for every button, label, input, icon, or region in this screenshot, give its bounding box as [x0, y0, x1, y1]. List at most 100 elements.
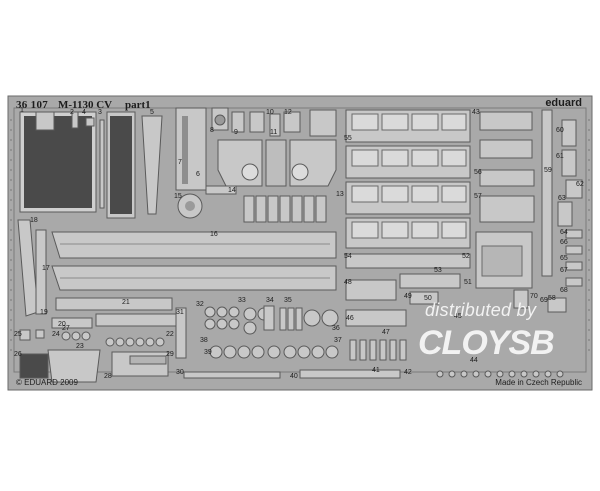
part-29	[129, 355, 167, 365]
part-number-34: 34	[266, 297, 274, 304]
part-11	[269, 113, 281, 137]
part-number-20: 20	[58, 321, 66, 328]
part-13-square	[309, 109, 337, 137]
part-number-51: 51	[464, 279, 472, 286]
part-35	[279, 307, 303, 331]
part-number-43: 43	[472, 109, 480, 116]
part-12	[283, 111, 301, 133]
part-number-31: 31	[176, 309, 184, 316]
fret-edge-holes-right	[588, 119, 590, 351]
part-number-67: 67	[560, 267, 568, 274]
part-number-69: 69	[540, 297, 548, 304]
part-number-48: 48	[344, 279, 352, 286]
part-number-49: 49	[404, 293, 412, 300]
part-number-59: 59	[544, 167, 552, 174]
part-number-25: 25	[14, 331, 22, 338]
part-number-68: 68	[560, 287, 568, 294]
part-27-discs	[61, 331, 91, 341]
part-number-21: 21	[122, 299, 130, 306]
part-24	[35, 329, 45, 339]
part-number-17: 17	[42, 265, 50, 272]
part-number-5: 5	[150, 109, 154, 116]
part-number-32: 32	[196, 301, 204, 308]
part-70	[513, 289, 529, 309]
fret-part: part1	[125, 99, 151, 111]
part-21	[55, 297, 173, 311]
part-number-39: 39	[204, 349, 212, 356]
part-number-47: 47	[382, 329, 390, 336]
part-number-44: 44	[470, 357, 478, 364]
part-3	[99, 119, 105, 209]
part-number-2: 2	[70, 109, 74, 116]
part-46	[345, 309, 407, 327]
fret-copyright: © EDUARD 2009	[16, 378, 78, 387]
part-number-66: 66	[560, 239, 568, 246]
part-54	[345, 253, 471, 269]
part-40	[299, 369, 401, 379]
part-number-3: 3	[98, 109, 102, 116]
fret-model: M-1130 CV	[58, 99, 113, 111]
part-number-62: 62	[576, 181, 584, 188]
part-tapered	[141, 115, 163, 215]
part-1-mesh-panel	[19, 111, 97, 213]
part-10	[249, 111, 265, 133]
part-number-54: 54	[344, 253, 352, 260]
part-number-55: 55	[344, 135, 352, 142]
part-number-26: 26	[14, 351, 22, 358]
watermark-line1: distributed by	[425, 300, 537, 320]
part-number-15: 15	[174, 193, 182, 200]
part-number-10: 10	[266, 109, 274, 116]
part-47-row	[349, 339, 407, 361]
part-number-53: 53	[434, 267, 442, 274]
part-20	[51, 317, 93, 329]
part-number-70: 70	[530, 293, 538, 300]
part-number-42: 42	[404, 369, 412, 376]
part-number-7: 7	[178, 159, 182, 166]
part-number-6: 6	[196, 171, 200, 178]
part-number-57: 57	[474, 193, 482, 200]
part-number-30: 30	[176, 369, 184, 376]
part-6	[175, 107, 207, 191]
fret-edge-holes-left	[10, 119, 12, 351]
part-13-plate-row	[243, 195, 327, 223]
part-43-rows	[479, 111, 533, 159]
part-number-61: 61	[556, 153, 564, 160]
part-61	[561, 149, 577, 177]
part-59	[541, 109, 553, 277]
fret-code: 36 107	[16, 99, 49, 111]
part-number-37: 37	[334, 337, 342, 344]
part-36-round	[303, 309, 339, 327]
fret-brand: eduard	[545, 97, 582, 109]
part-69	[547, 297, 567, 313]
part-55-windows	[351, 113, 467, 239]
part-50	[409, 291, 439, 305]
part-number-13: 13	[336, 191, 344, 198]
part-number-24: 24	[52, 331, 60, 338]
part-number-36: 36	[332, 325, 340, 332]
watermark-logo: CLOYSB	[418, 324, 555, 362]
part-43-bottom-row	[436, 370, 564, 378]
part-16-rail	[51, 231, 337, 259]
part-number-63: 63	[558, 195, 566, 202]
part-31	[175, 307, 187, 359]
part-9	[231, 111, 245, 133]
part-number-14: 14	[228, 187, 236, 194]
part-number-12: 12	[284, 109, 292, 116]
part-number-46: 46	[346, 315, 354, 322]
part-number-23: 23	[76, 343, 84, 350]
part-4	[85, 117, 95, 127]
part-number-8: 8	[210, 127, 214, 134]
part-number-50: 50	[424, 295, 432, 302]
part-62	[565, 179, 583, 199]
part-48	[345, 279, 397, 301]
part-number-41: 41	[372, 367, 380, 374]
part-number-64: 64	[560, 229, 568, 236]
part-53	[399, 273, 461, 289]
part-2	[71, 111, 79, 129]
part-number-33: 33	[238, 297, 246, 304]
fret-origin: Made in Czech Republic	[495, 378, 582, 387]
part-30-comb	[183, 371, 281, 379]
part-number-56: 56	[474, 169, 482, 176]
part-37-discs	[283, 345, 339, 359]
part-number-28: 28	[104, 373, 112, 380]
